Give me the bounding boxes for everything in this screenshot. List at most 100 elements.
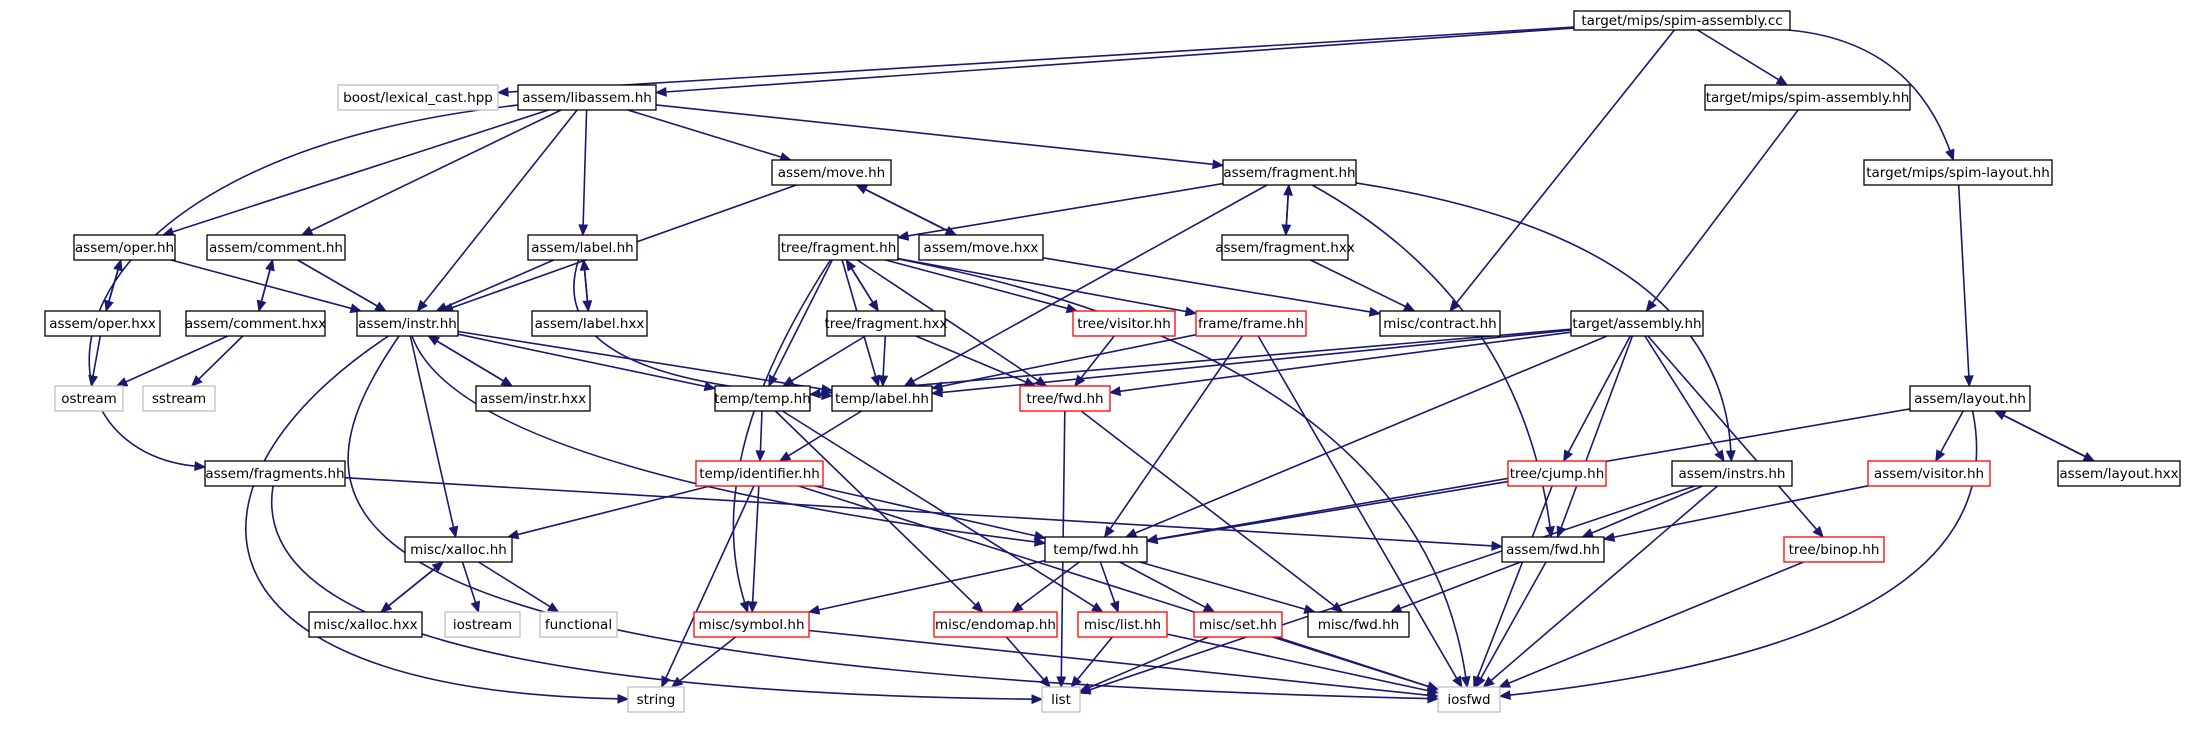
node-label-hh[interactable]: assem/label.hh xyxy=(527,234,638,261)
node-xalloc-hh[interactable]: misc/xalloc.hh xyxy=(404,536,513,563)
arrowhead-target-assembly-hh-to-temp-fwd-hh xyxy=(1124,528,1138,538)
edge-set-hh-to-list xyxy=(1087,636,1209,689)
arrowhead-temp-hh-to-endomap-hh xyxy=(971,601,984,613)
edge-instr-hh-to-xalloc-hh xyxy=(409,335,455,529)
node-target-assembly-hh[interactable]: target/assembly.hh xyxy=(1570,310,1704,337)
node-layout-hxx[interactable]: assem/layout.hxx xyxy=(2057,460,2181,487)
node-spim-layout-hh[interactable]: target/mips/spim-layout.hh xyxy=(1863,159,2053,186)
node-move-hxx[interactable]: assem/move.hxx xyxy=(918,234,1044,261)
node-cjump-hh[interactable]: tree/cjump.hh xyxy=(1507,460,1607,487)
node-binop-hh[interactable]: tree/binop.hh xyxy=(1783,536,1885,563)
node-temp-fwd-hh[interactable]: temp/fwd.hh xyxy=(1044,536,1148,563)
node-symbol-hh[interactable]: misc/symbol.hh xyxy=(693,611,810,638)
node-box-fragment-hxx xyxy=(1221,234,1349,261)
node-comment-hxx[interactable]: assem/comment.hxx xyxy=(185,310,326,337)
arrowhead-tree-fragment-hh-to-symbol-hh xyxy=(739,600,750,614)
node-label-move-hh: assem/move.hh xyxy=(778,165,885,181)
node-label-contract-hh: misc/contract.hh xyxy=(1383,316,1496,332)
node-set-hh[interactable]: misc/set.hh xyxy=(1193,611,1283,638)
edge-frame-hh-to-iosfwd xyxy=(1257,335,1458,680)
edge-fragments-hh-to-list xyxy=(270,485,1034,700)
node-label-iosfwd: iosfwd xyxy=(1447,692,1490,708)
edge-temp-fwd-hh-to-endomap-hh xyxy=(1019,561,1080,608)
node-list-hh[interactable]: misc/list.hh xyxy=(1077,611,1168,638)
edge-oper-hxx-to-oper-hh xyxy=(105,268,120,312)
node-label-temp-fwd-hh: temp/fwd.hh xyxy=(1053,542,1138,558)
edges-layer xyxy=(88,26,2096,705)
node-comment-hh[interactable]: assem/comment.hh xyxy=(206,234,346,261)
node-tree-fwd-hh[interactable]: tree/fwd.hh xyxy=(1019,385,1111,412)
edge-tree-fwd-hh-to-misc-fwd-hh xyxy=(1080,410,1336,608)
node-box-layout-hxx xyxy=(2057,460,2181,487)
arrowhead-layout-hh-to-iosfwd xyxy=(1498,690,1511,700)
edge-list-hh-to-list xyxy=(1076,636,1113,681)
node-label-tree-fragment-hxx: tree/fragment.hxx xyxy=(825,316,948,332)
node-box-contract-hh xyxy=(1379,310,1501,337)
node-identifier-hh[interactable]: temp/identifier.hh xyxy=(695,460,824,487)
edge-temp-fwd-hh-to-set-hh xyxy=(1119,561,1207,609)
node-label-hxx[interactable]: assem/label.hxx xyxy=(531,310,648,337)
node-endomap-hh[interactable]: misc/endomap.hh xyxy=(933,611,1058,638)
node-xalloc-hxx[interactable]: misc/xalloc.hxx xyxy=(308,611,423,638)
node-fragment-hxx[interactable]: assem/fragment.hxx xyxy=(1215,234,1355,261)
node-box-assem-visitor-hh xyxy=(1867,460,1991,487)
edge-temp-hh-to-endomap-hh xyxy=(774,410,977,607)
arrowhead-tree-fragment-hxx-to-temp-label-hh xyxy=(878,375,889,388)
node-frame-hh[interactable]: frame/frame.hh xyxy=(1195,310,1307,337)
node-instr-hh[interactable]: assem/instr.hh xyxy=(356,310,459,337)
arrowhead-fragment-hh-to-tree-fragment-hh xyxy=(896,230,910,241)
node-box-tree-fragment-hxx xyxy=(826,310,946,337)
arrowhead-assem-fwd-hh-to-iosfwd xyxy=(1475,675,1486,689)
edge-tree-fragment-hxx-to-tree-fragment-hh xyxy=(850,267,879,312)
node-assem-visitor-hh[interactable]: assem/visitor.hh xyxy=(1867,460,1991,487)
edge-cjump-hh-to-iosfwd xyxy=(1476,485,1553,679)
arrowhead-assem-visitor-hh-to-assem-fwd-hh xyxy=(1602,532,1616,542)
node-spim-assembly-cc[interactable]: target/mips/spim-assembly.cc xyxy=(1573,10,1791,31)
edge-identifier-hh-to-iosfwd xyxy=(798,485,1430,688)
arrowhead-layout-hh-to-assem-visitor-hh xyxy=(1935,449,1946,463)
node-fragment-hh[interactable]: assem/fragment.hh xyxy=(1222,159,1357,186)
node-assem-fwd-hh[interactable]: assem/fwd.hh xyxy=(1501,536,1605,563)
node-box-temp-label-hh xyxy=(831,385,933,412)
arrowhead-tree-fragment-hh-to-temp-hh xyxy=(768,374,778,388)
node-box-xalloc-hh xyxy=(404,536,513,563)
node-oper-hh[interactable]: assem/oper.hh xyxy=(73,234,176,261)
node-label-instr-hxx: assem/instr.hxx xyxy=(480,391,586,407)
node-contract-hh[interactable]: misc/contract.hh xyxy=(1379,310,1501,337)
nodes-layer: target/mips/spim-assembly.ccboost/lexica… xyxy=(44,10,2181,713)
edge-assem-fwd-hh-to-misc-fwd-hh xyxy=(1399,561,1521,610)
node-fragments-hh[interactable]: assem/fragments.hh xyxy=(204,460,346,487)
node-temp-hh[interactable]: temp/temp.hh xyxy=(714,385,811,412)
node-label-xalloc-hxx: misc/xalloc.hxx xyxy=(313,617,417,633)
node-label-symbol-hh: misc/symbol.hh xyxy=(698,617,804,633)
node-tree-visitor-hh[interactable]: tree/visitor.hh xyxy=(1072,310,1176,337)
edge-fragment-hxx-to-fragment-hh xyxy=(1285,193,1289,236)
node-temp-label-hh[interactable]: temp/label.hh xyxy=(831,385,933,412)
edge-frame-hh-to-temp-label-hh xyxy=(940,333,1197,388)
arrowhead-tree-fragment-hh-to-iosfwd xyxy=(1460,675,1471,689)
edge-symbol-hh-to-iosfwd xyxy=(808,629,1430,697)
arrowhead-instrs-hh-to-assem-fwd-hh xyxy=(1581,528,1595,538)
node-box-instrs-hh xyxy=(1671,460,1793,487)
arrowhead-target-assembly-hh-to-temp-label-hh xyxy=(930,387,943,398)
edge-fragment-hh-to-temp-label-hh xyxy=(912,184,1268,383)
node-layout-hh[interactable]: assem/layout.hh xyxy=(1909,385,2031,412)
node-libassem[interactable]: assem/libassem.hh xyxy=(517,84,657,111)
arrowhead-instr-hh-to-temp-label-hh xyxy=(820,384,834,394)
node-tree-fragment-hh[interactable]: tree/fragment.hh xyxy=(778,234,899,261)
edge-target-assembly-hh-to-temp-fwd-hh xyxy=(1133,335,1608,535)
node-move-hh[interactable]: assem/move.hh xyxy=(771,159,892,186)
edge-libassem-to-fragments-hh xyxy=(88,104,519,467)
node-tree-fragment-hxx[interactable]: tree/fragment.hxx xyxy=(825,310,948,337)
node-oper-hxx[interactable]: assem/oper.hxx xyxy=(44,310,161,337)
node-instrs-hh[interactable]: assem/instrs.hh xyxy=(1671,460,1793,487)
arrowhead-instr-hh-to-temp-hh xyxy=(703,381,717,392)
arrowhead-libassem-to-instr-hh xyxy=(416,299,428,313)
node-instr-hxx[interactable]: assem/instr.hxx xyxy=(475,385,591,412)
edge-assem-fwd-hh-to-iosfwd xyxy=(1479,561,1547,680)
node-misc-fwd-hh[interactable]: misc/fwd.hh xyxy=(1307,611,1410,638)
edge-instrs-hh-to-assem-fwd-hh xyxy=(1590,485,1703,535)
node-spim-assembly-hh[interactable]: target/mips/spim-assembly.hh xyxy=(1704,84,1911,111)
edge-fragment-hxx-to-contract-hh xyxy=(1310,259,1407,308)
arrowhead-oper-hxx-to-ostream xyxy=(88,374,99,388)
